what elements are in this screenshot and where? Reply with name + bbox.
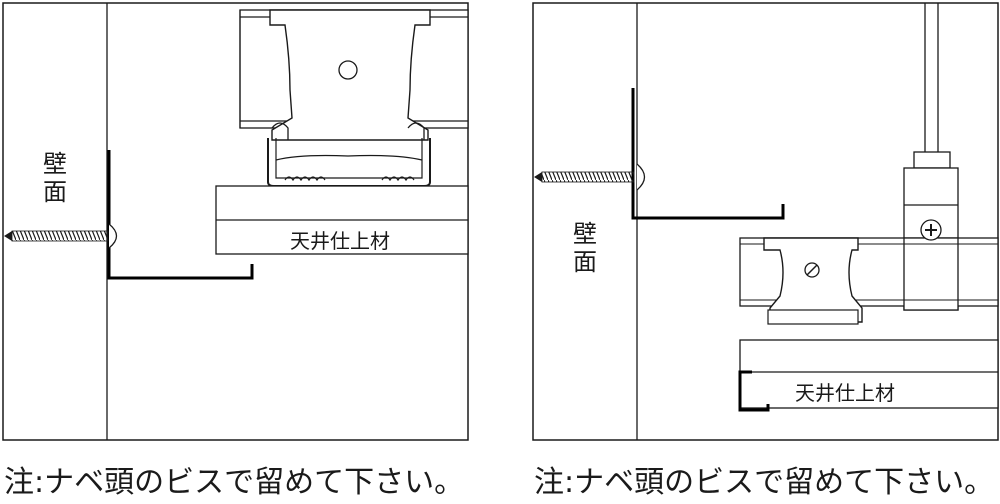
left-l-bracket: [107, 150, 254, 280]
left-detail: 壁 面 天井仕上材: [2, 2, 469, 441]
left-screw-icon: [4, 223, 118, 249]
left-hook: [271, 122, 289, 140]
right-note: 注:ナベ頭のビスで留めて下さい。: [534, 465, 994, 500]
right-wall-label-1: 壁: [573, 220, 597, 248]
right-ceiling-label: 天井仕上材: [795, 381, 895, 405]
left-plate-hole: [338, 60, 358, 80]
left-hook: [407, 122, 425, 140]
right-screw-icon: [534, 163, 646, 191]
right-clip-flange: [767, 309, 859, 325]
right-edge-trim: [738, 370, 770, 412]
right-clip-screw-icon: [804, 262, 820, 278]
left-ceiling-label: 天井仕上材: [290, 229, 390, 253]
left-note: 注:ナベ頭のビスで留めて下さい。: [4, 465, 464, 500]
right-detail: 壁 面 天井仕上材: [532, 2, 999, 441]
left-wall-label-1: 壁: [43, 150, 67, 178]
left-ceiling-board: [215, 185, 469, 255]
right-wall-label-2: 面: [573, 248, 597, 276]
right-cross-screw-icon: [920, 219, 942, 241]
right-hanger-lower: [903, 237, 959, 311]
right-clip-bracket: [763, 237, 863, 323]
right-l-bracket: [631, 88, 785, 220]
right-ceiling-board: [739, 339, 999, 409]
right-hanging-rod: [924, 3, 939, 152]
left-wall-label-2: 面: [43, 178, 67, 206]
